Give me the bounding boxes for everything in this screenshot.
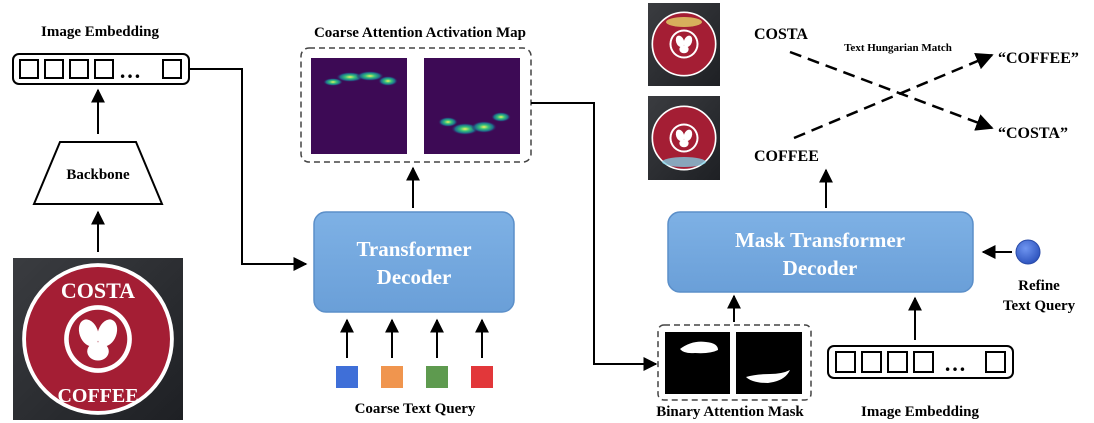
hungarian-match-lines: [789, 50, 994, 140]
query-token-orange: [381, 366, 403, 388]
match-line-costa: [789, 50, 994, 131]
embedding-token: [69, 59, 89, 79]
pred-costa-label: COSTA: [754, 26, 808, 43]
coarse-attention-map-group: [300, 47, 532, 163]
embedding-token: [44, 59, 64, 79]
logo-bottom-text: COFFEE: [57, 385, 138, 407]
transformer-decoder-line2: Decoder: [377, 265, 452, 289]
embedding-token: [887, 351, 908, 373]
coarse-text-query-arrows: [340, 318, 489, 358]
match-line-coffee: [793, 53, 994, 140]
refine-query-dot: [1015, 239, 1041, 265]
embedding-token: [985, 351, 1006, 373]
binary-attention-mask-group: [657, 324, 812, 401]
embedding-ellipsis: …: [119, 58, 141, 83]
gt-costa-label: “COSTA”: [998, 125, 1068, 142]
output-thumbnail-coffee: [648, 96, 720, 180]
gt-coffee-label: “COFFEE”: [998, 50, 1079, 67]
mask-decoder-line2: Decoder: [783, 256, 858, 280]
embedding-token: [94, 59, 114, 79]
binary-mask-coffee: [736, 332, 802, 394]
mask-decoder-line1: Mask Transformer: [735, 228, 905, 252]
embedding-token: [162, 59, 182, 79]
heatmap-coffee: [424, 58, 520, 154]
pred-coffee-label: COFFEE: [754, 148, 819, 165]
embedding-ellipsis: …: [944, 351, 966, 376]
image-embedding-left: …: [12, 53, 190, 85]
arrow-embedding-to-decoder: [189, 68, 308, 271]
image-embedding-right: …: [827, 345, 1014, 379]
coarse-text-query-label: Coarse Text Query: [355, 401, 476, 417]
mask-transformer-decoder: Mask Transformer Decoder: [667, 211, 974, 293]
coarse-map-label: Coarse Attention Activation Map: [314, 25, 526, 41]
backbone-block: Backbone: [32, 141, 164, 205]
embedding-token: [19, 59, 39, 79]
coarse-text-query-tokens: [336, 366, 493, 388]
refine-label-line1: Refine: [1018, 278, 1060, 294]
refine-label-line2: Text Query: [1003, 298, 1076, 314]
arrow-map-to-binary-mask: [531, 102, 658, 371]
image-embedding-right-label: Image Embedding: [861, 404, 979, 420]
output-thumbnail-costa: [648, 3, 720, 86]
query-token-blue: [336, 366, 358, 388]
embedding-token: [861, 351, 882, 373]
input-photo: COSTA COFFEE: [13, 258, 183, 420]
transformer-decoder-line1: Transformer: [356, 237, 471, 261]
backbone-label: Backbone: [66, 167, 130, 183]
match-label: Text Hungarian Match: [844, 42, 952, 54]
binary-mask-label: Binary Attention Mask: [656, 404, 804, 420]
heatmap-costa: [311, 58, 407, 154]
binary-mask-costa: [665, 332, 730, 394]
embedding-token: [913, 351, 934, 373]
logo-top-text: COSTA: [61, 278, 135, 303]
embedding-token: [835, 351, 856, 373]
query-token-red: [471, 366, 493, 388]
query-token-green: [426, 366, 448, 388]
transformer-decoder: Transformer Decoder: [313, 211, 515, 313]
image-embedding-left-label: Image Embedding: [41, 24, 159, 40]
